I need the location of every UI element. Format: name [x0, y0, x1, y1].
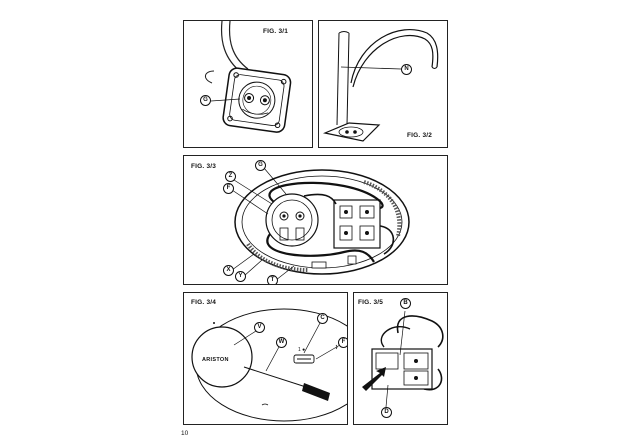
figure-3-5-drawing — [362, 310, 444, 408]
figure-3-5-label: FIG. 3/5 — [358, 299, 384, 306]
callout-y: Y — [235, 271, 246, 282]
figure-3-4-label: FIG. 3/4 — [191, 299, 217, 306]
figure-3-2-drawing — [322, 28, 439, 142]
figure-3-1-panel: FIG. 3/1 G — [183, 20, 313, 148]
callout-z: Z — [225, 171, 236, 182]
callout-v: V — [254, 322, 265, 333]
figure-3-3-drawing — [231, 167, 410, 281]
callout-b: B — [400, 298, 411, 309]
figure-3-4-drawing — [191, 308, 347, 422]
callout-g: G — [200, 95, 211, 106]
figure-3-1-drawing — [205, 21, 292, 133]
figure-3-2-panel: FIG. 3/2 N — [318, 20, 448, 148]
callout-t: T — [267, 275, 278, 284]
callout-w: W — [276, 337, 287, 348]
figure-3-1-label: FIG. 3/1 — [263, 28, 289, 35]
figure-3-4-panel: FIG. 3/4 ARISTON 1 ● V W C F — [183, 292, 348, 425]
figure-3-3-panel: FIG. 3/3 — [183, 155, 448, 285]
callout-f: F — [223, 183, 234, 194]
callout-d: D — [381, 407, 392, 418]
callout-g: G — [255, 160, 266, 171]
callout-c: C — [317, 313, 328, 324]
dial-marks: 1 ● — [298, 347, 306, 353]
callout-n: N — [401, 64, 412, 75]
callout-x: X — [223, 265, 234, 276]
figure-3-5-panel: FIG. 3/5 B D — [353, 292, 448, 425]
figure-3-2-label: FIG. 3/2 — [407, 132, 433, 139]
ariston-logo: ARISTON — [202, 357, 229, 363]
figure-3-3-label: FIG. 3/3 — [191, 163, 217, 170]
callout-f: F — [338, 337, 347, 348]
page-number: 10 — [181, 430, 189, 437]
